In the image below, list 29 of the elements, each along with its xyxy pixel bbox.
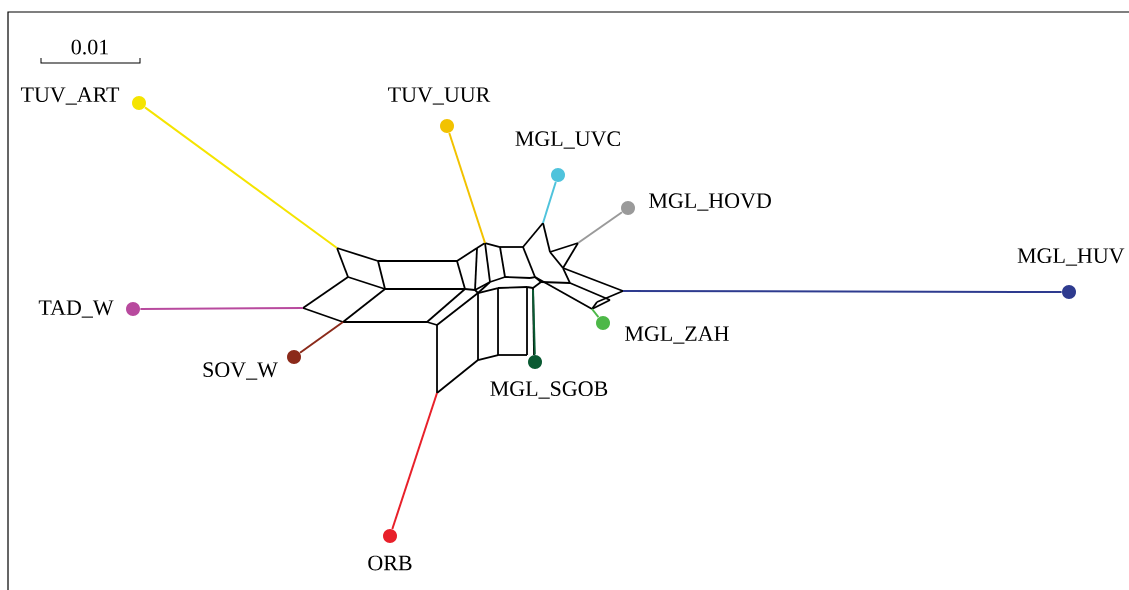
branch-line <box>622 290 1063 293</box>
taxon-label: TAD_W <box>38 300 114 318</box>
taxon-label: SOV_W <box>203 362 278 380</box>
taxon-label: TUV_UUR <box>388 87 491 105</box>
branch-line <box>542 181 557 224</box>
taxon-dot <box>383 529 397 543</box>
taxon-dot <box>440 119 454 133</box>
scale-label: 0.01 <box>71 39 108 55</box>
taxon-label: MGL_UVC <box>515 131 620 149</box>
taxon-dot <box>621 201 635 215</box>
taxon-label: TUV_ART <box>20 87 120 105</box>
branch-line <box>391 392 438 530</box>
taxon-dot <box>551 168 565 182</box>
taxon-label: MGL_HOVD <box>649 193 771 211</box>
taxon-label: ORB <box>368 555 412 571</box>
branch-line <box>448 132 486 244</box>
branch-line <box>532 289 536 356</box>
taxon-dot <box>126 302 140 316</box>
branch-line <box>577 211 623 244</box>
taxon-dot <box>132 96 146 110</box>
taxon-label: MGL_HUV <box>1017 248 1125 266</box>
branch-line <box>591 308 600 319</box>
taxon-label: MGL_ZAH <box>625 326 729 344</box>
taxon-dot <box>287 350 301 364</box>
taxon-label: MGL_SGOB <box>490 381 608 399</box>
branch-line <box>144 106 338 249</box>
branch-line <box>299 321 344 354</box>
branch-line <box>139 307 304 310</box>
taxon-dot <box>1062 285 1076 299</box>
